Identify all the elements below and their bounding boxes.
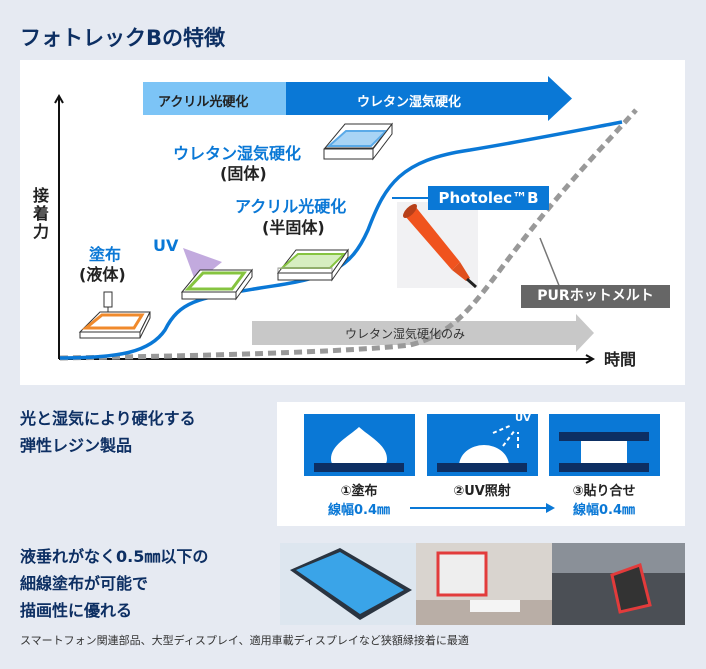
large-display-image [416, 543, 552, 625]
urethane-only-arrow [252, 314, 594, 352]
urethane-plate [323, 122, 394, 161]
process-lead-line: 光と湿気により硬化する [20, 409, 196, 428]
pur-curve [59, 108, 638, 361]
coating-plate [78, 291, 151, 339]
photolec-curve [59, 120, 623, 360]
uv-plate [180, 268, 253, 301]
uv-light-icon [183, 248, 222, 283]
process-lead-line: 弾性レジン製品 [20, 436, 133, 455]
page-title: フォトレックBの特徴 [20, 26, 226, 50]
application-lead-line: 描画性に優れる [20, 601, 133, 620]
urethane-only-label: ウレタン湿気硬化のみ [345, 327, 466, 341]
acrylic-arrow-segment [143, 82, 286, 115]
uv-label: UV [153, 236, 179, 255]
urethane-stage-label: ウレタン湿気硬化 [173, 144, 302, 163]
pur-label: PURホットメルト [521, 285, 670, 308]
acrylic-stage-state: (半固体) [262, 218, 325, 237]
step-uv-icon [427, 414, 538, 476]
step-uv-label: ②UV照射 [453, 484, 511, 499]
urethane-stage-state: (固体) [220, 164, 267, 183]
footnote: スマートフォン関連部品、大型ディスプレイ、適用車載ディスプレイなど狭額縁接着に最… [20, 634, 469, 647]
top-arrow-urethane-label: ウレタン湿気硬化 [357, 95, 462, 110]
process-lead: 光と湿気により硬化する 弾性レジン製品 [20, 405, 196, 459]
syringe-image [397, 202, 478, 289]
acrylic-stage-label: アクリル光硬化 [235, 197, 347, 216]
x-axis-label: 時間 [604, 350, 637, 369]
coating-state: (液体) [79, 265, 126, 284]
step-uv-text: UV [515, 413, 531, 424]
coating-label: 塗布 [89, 245, 122, 264]
application-lead-line: 細線塗布が可能で [20, 574, 149, 593]
photolec-label: Photolec™B [428, 186, 549, 210]
acrylic-plate [276, 248, 349, 282]
step-coating-label: ①塗布 [340, 484, 378, 499]
step-bonding-label: ③貼り合せ [572, 484, 636, 499]
top-arrow-acrylic-label: アクリル光硬化 [158, 95, 249, 110]
pur-leader [539, 237, 561, 289]
y-axis-label: 接着力 [33, 186, 50, 241]
step-coating-icon [304, 414, 415, 476]
step-bonding-width: 線幅0.4㎜ [572, 503, 636, 518]
step-coating-width: 線幅0.4㎜ [327, 503, 391, 518]
application-lead: 液垂れがなく0.5㎜以下の 細線塗布が可能で 描画性に優れる [20, 543, 208, 624]
application-lead-line: 液垂れがなく0.5㎜以下の [20, 547, 209, 566]
urethane-arrow [286, 76, 572, 121]
smartphone-image [280, 543, 416, 625]
car-display-image [552, 543, 685, 625]
step-bonding-icon [549, 414, 660, 476]
